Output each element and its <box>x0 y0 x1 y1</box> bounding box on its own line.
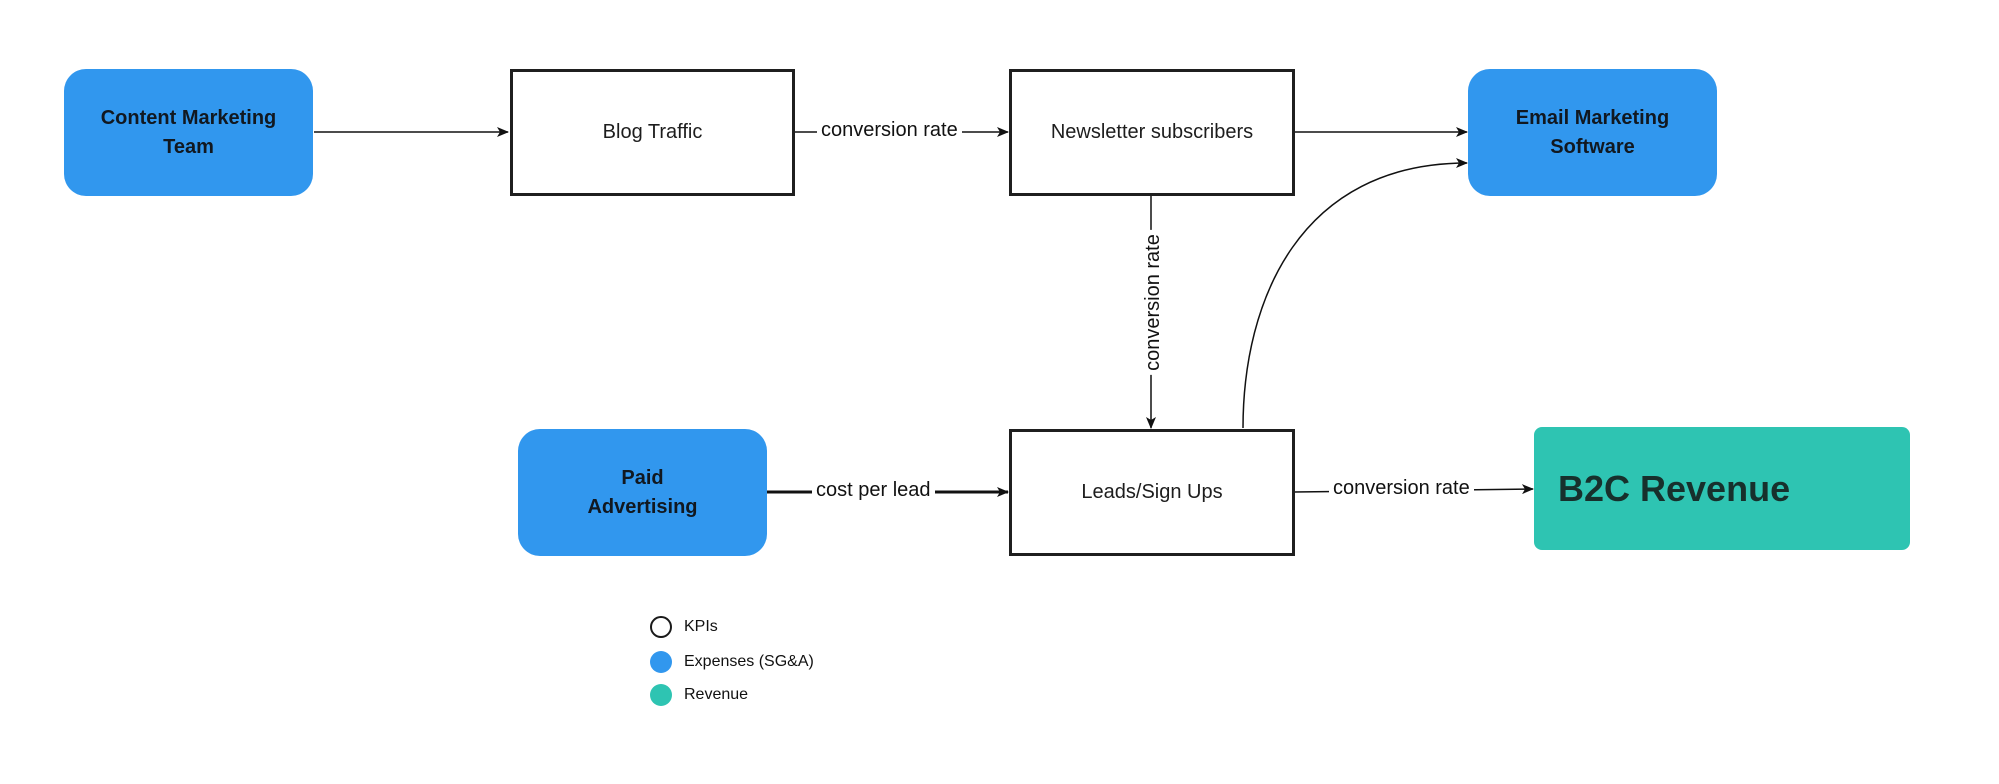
edge-label-blog-to-newsletter: conversion rate <box>817 119 962 142</box>
node-leads-sign-ups: Leads/Sign Ups <box>1009 429 1295 556</box>
node-label: Content Marketing Team <box>100 106 277 158</box>
node-label: Blog Traffic <box>602 121 703 143</box>
node-b2c-revenue: B2C Revenue <box>1534 427 1910 550</box>
node-label: B2C Revenue <box>1558 467 1791 509</box>
node-paid-advertising: Paid Advertising <box>518 429 767 556</box>
edge-label-leads-to-revenue: conversion rate <box>1329 477 1474 500</box>
legend-item-expenses: Expenses (SG&A) <box>650 651 814 673</box>
edge-label-paid-to-leads: cost per lead <box>812 479 935 502</box>
node-email-marketing-software: Email Marketing Software <box>1468 69 1717 196</box>
legend-label: Revenue <box>684 686 749 703</box>
node-label: Paid Advertising <box>587 466 698 518</box>
node-newsletter-subscribers: Newsletter subscribers <box>1009 69 1295 196</box>
legend-item-kpis: KPIs <box>650 616 718 638</box>
node-blog-traffic: Blog Traffic <box>510 69 795 196</box>
legend-label: KPIs <box>684 618 718 635</box>
node-content-marketing-team: Content Marketing Team <box>64 69 313 196</box>
edge-leads-to-email <box>1242 158 1468 429</box>
expense-filled-circle-icon <box>650 651 672 673</box>
node-label: Leads/Sign Ups <box>1081 481 1223 503</box>
kpi-outline-circle-icon <box>650 616 672 638</box>
legend-label: Expenses (SG&A) <box>684 653 814 670</box>
node-label: Newsletter subscribers <box>1050 121 1254 143</box>
node-label: Email Marketing Software <box>1515 106 1670 158</box>
revenue-filled-circle-icon <box>650 684 672 706</box>
legend-item-revenue: Revenue <box>650 684 748 706</box>
edge-label-newsletter-to-leads: conversion rate <box>1141 230 1165 375</box>
